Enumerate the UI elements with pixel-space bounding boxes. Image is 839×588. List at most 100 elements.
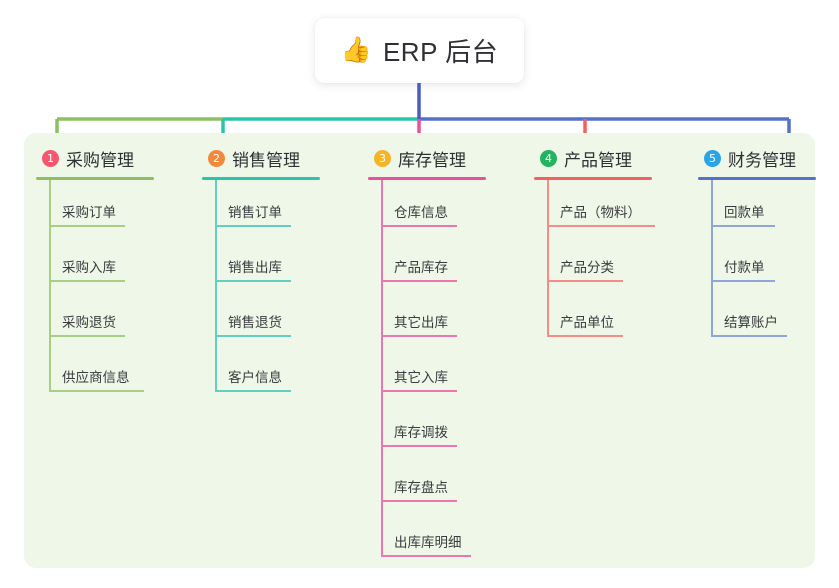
branch-underline [368, 177, 486, 180]
leaf-underline [49, 225, 125, 227]
branch-header-2[interactable]: 2 销售管理 [196, 145, 320, 171]
root-node-card[interactable]: 👍 ERP 后台 [315, 18, 524, 83]
leaf-node[interactable]: 采购退货 [30, 290, 154, 345]
leaf-node[interactable]: 销售退货 [196, 290, 320, 345]
leaf-label: 采购订单 [62, 205, 116, 220]
branch-title: 销售管理 [232, 150, 300, 170]
leaf-node[interactable]: 产品库存 [362, 235, 486, 290]
leaf-underline [547, 335, 623, 337]
leaf-label: 销售出库 [228, 260, 282, 275]
leaf-underline [381, 280, 457, 282]
leaf-underline [547, 280, 623, 282]
leaf-label: 销售订单 [228, 205, 282, 220]
leaf-underline [49, 280, 125, 282]
leaf-underline [215, 280, 291, 282]
leaf-node[interactable]: 采购入库 [30, 235, 154, 290]
leaf-label: 客户信息 [228, 370, 282, 385]
leaf-underline [381, 390, 457, 392]
branch-underline [698, 177, 816, 180]
leaf-underline [711, 335, 787, 337]
page-title: ERP 后台 [382, 37, 499, 67]
leaf-underline [49, 390, 144, 392]
leaf-node[interactable]: 出库库明细 [362, 510, 486, 565]
branch-title: 库存管理 [398, 150, 466, 170]
thumbs-up-icon: 👍 [340, 36, 372, 64]
branch-column-5: 5 财务管理回款单付款单结算账户 [692, 145, 816, 345]
leaf-label: 库存调拨 [394, 425, 448, 440]
branch-header-1[interactable]: 1 采购管理 [30, 145, 154, 171]
diagram-panel: 1 采购管理采购订单采购入库采购退货供应商信息 2 销售管理销售订单销售出库销售退货客… [24, 133, 816, 568]
leaf-label: 销售退货 [228, 315, 282, 330]
leaf-node[interactable]: 回款单 [692, 180, 816, 235]
leaf-underline [711, 280, 775, 282]
leaf-underline [711, 225, 775, 227]
branch-items: 回款单付款单结算账户 [692, 180, 816, 345]
leaf-node[interactable]: 产品（物料） [528, 180, 655, 235]
leaf-underline [381, 335, 457, 337]
root-node-content: 👍 ERP 后台 [341, 32, 498, 69]
leaf-underline [381, 500, 457, 502]
leaf-underline [381, 555, 471, 557]
leaf-label: 其它入库 [394, 370, 448, 385]
leaf-label: 供应商信息 [62, 370, 130, 385]
branch-header-3[interactable]: 3 库存管理 [362, 145, 486, 171]
branch-spine [711, 180, 713, 336]
leaf-node[interactable]: 其它入库 [362, 345, 486, 400]
leaf-underline [381, 445, 457, 447]
leaf-node[interactable]: 库存调拨 [362, 400, 486, 455]
leaf-label: 回款单 [724, 205, 765, 220]
leaf-label: 付款单 [724, 260, 765, 275]
branch-spine [215, 180, 217, 391]
leaf-underline [49, 335, 125, 337]
leaf-label: 采购退货 [62, 315, 116, 330]
leaf-node[interactable]: 结算账户 [692, 290, 816, 345]
branch-header-5[interactable]: 5 财务管理 [692, 145, 816, 171]
branch-title: 采购管理 [66, 150, 134, 170]
branch-spine [49, 180, 51, 391]
branch-underline [202, 177, 320, 180]
leaf-node[interactable]: 库存盘点 [362, 455, 486, 510]
branch-title: 财务管理 [728, 150, 796, 170]
branch-underline [36, 177, 154, 180]
leaf-node[interactable]: 供应商信息 [30, 345, 154, 400]
leaf-underline [381, 225, 457, 227]
leaf-node[interactable]: 销售出库 [196, 235, 320, 290]
leaf-underline [215, 390, 291, 392]
leaf-label: 出库库明细 [394, 535, 462, 550]
branch-spine [381, 180, 383, 556]
leaf-underline [215, 225, 291, 227]
leaf-node[interactable]: 付款单 [692, 235, 816, 290]
leaf-node[interactable]: 客户信息 [196, 345, 320, 400]
leaf-label: 产品库存 [394, 260, 448, 275]
branch-underline [534, 177, 652, 180]
leaf-node[interactable]: 仓库信息 [362, 180, 486, 235]
branch-column-3: 3 库存管理仓库信息产品库存其它出库其它入库库存调拨库存盘点出库库明细 [362, 145, 486, 565]
leaf-node[interactable]: 采购订单 [30, 180, 154, 235]
branch-items: 仓库信息产品库存其它出库其它入库库存调拨库存盘点出库库明细 [362, 180, 486, 565]
branch-column-1: 1 采购管理采购订单采购入库采购退货供应商信息 [30, 145, 154, 400]
leaf-node[interactable]: 产品分类 [528, 235, 652, 290]
branch-number-badge: 1 [42, 149, 59, 167]
branch-items: 销售订单销售出库销售退货客户信息 [196, 180, 320, 400]
leaf-label: 产品分类 [560, 260, 614, 275]
branch-number-badge: 2 [208, 149, 225, 167]
leaf-label: 仓库信息 [394, 205, 448, 220]
leaf-label: 结算账户 [724, 315, 778, 330]
leaf-label: 其它出库 [394, 315, 448, 330]
leaf-node[interactable]: 其它出库 [362, 290, 486, 345]
leaf-underline [547, 225, 655, 227]
leaf-label: 产品单位 [560, 315, 614, 330]
branch-number-badge: 5 [704, 149, 721, 167]
branch-column-2: 2 销售管理销售订单销售出库销售退货客户信息 [196, 145, 320, 400]
branch-spine [547, 180, 549, 336]
leaf-node[interactable]: 销售订单 [196, 180, 320, 235]
leaf-label: 产品（物料） [560, 205, 641, 220]
branch-items: 产品（物料） 产品分类产品单位 [528, 180, 655, 345]
branch-number-badge: 3 [374, 149, 391, 167]
branch-number-badge: 4 [540, 149, 557, 167]
branch-items: 采购订单采购入库采购退货供应商信息 [30, 180, 154, 400]
leaf-label: 采购入库 [62, 260, 116, 275]
leaf-node[interactable]: 产品单位 [528, 290, 652, 345]
leaf-label: 库存盘点 [394, 480, 448, 495]
